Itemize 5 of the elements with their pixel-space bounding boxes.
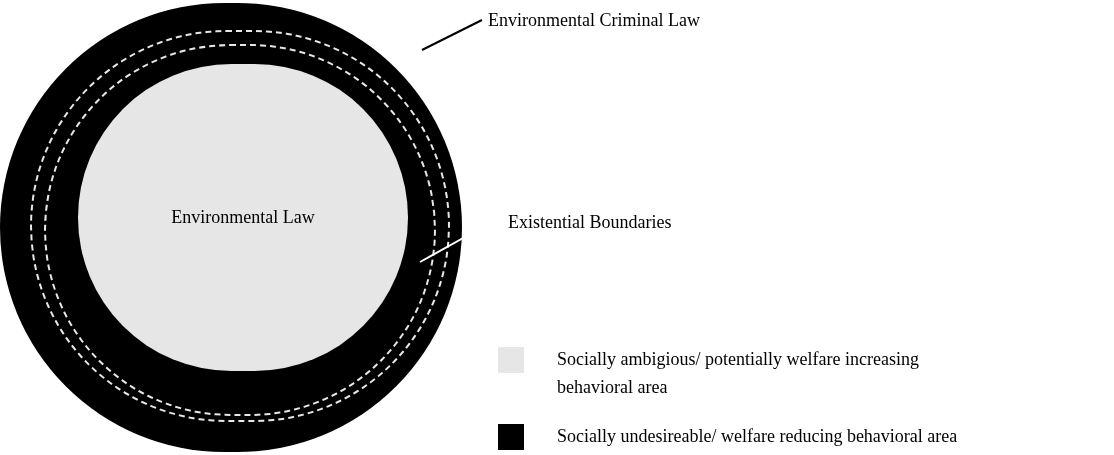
legend-text: Socially undesireable/ welfare reducing behavioral area [557, 425, 959, 448]
label-text: Environmental Criminal Law [488, 6, 788, 34]
leader-line [421, 19, 483, 51]
legend-text: Socially ambigious/ potentially welfare increasing behavioral area [557, 348, 920, 399]
label-text: Existential Boundaries [508, 208, 768, 236]
